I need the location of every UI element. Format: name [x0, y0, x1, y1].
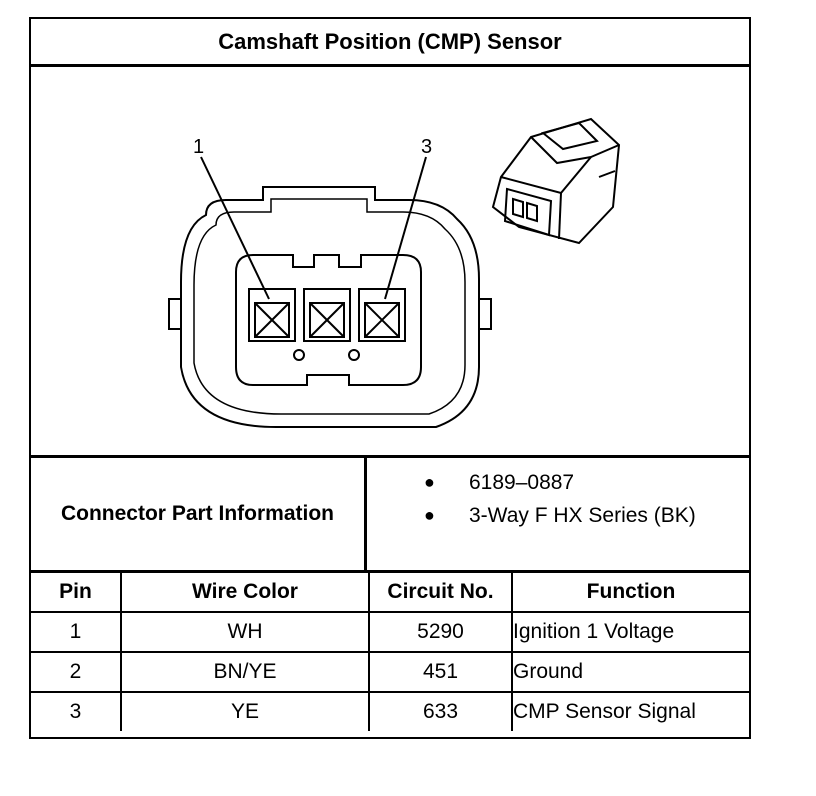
pinout-table: Pin Wire Color Circuit No. Function 1 WH…	[31, 573, 749, 731]
header-circuit-no: Circuit No.	[368, 573, 513, 613]
cell-function: Ground	[511, 651, 749, 693]
cell-circuit-no: 451	[368, 651, 513, 693]
pin-3-marker	[348, 349, 360, 361]
pin-label-1: 1	[193, 136, 204, 158]
cell-function: Ignition 1 Voltage	[511, 611, 749, 653]
bullet-icon: ●	[424, 472, 435, 492]
terminal-2	[303, 288, 351, 342]
connector-face-drawing: 1 3	[168, 117, 621, 428]
cell-wire-color: BN/YE	[120, 651, 370, 693]
terminal-3	[358, 288, 406, 342]
cell-circuit-no: 633	[368, 691, 513, 731]
connector-info-item: ● 6189–0887	[370, 466, 749, 499]
page-title: Camshaft Position (CMP) Sensor	[31, 19, 749, 67]
connector-frame: Camshaft Position (CMP) Sensor	[29, 17, 751, 739]
header-function: Function	[511, 573, 749, 613]
cell-function: CMP Sensor Signal	[511, 691, 749, 731]
pin-1-leader	[200, 156, 270, 300]
table-row: 1 WH 5290 Ignition 1 Voltage	[31, 611, 749, 653]
cell-wire-color: WH	[120, 611, 370, 653]
bullet-icon: ●	[424, 505, 435, 525]
cell-pin: 2	[31, 651, 122, 693]
housing-inner	[193, 198, 466, 415]
cavity-outline	[235, 254, 422, 386]
terminal-1	[248, 288, 296, 342]
connector-3d-sketch	[491, 117, 621, 245]
connector-info-item: ● 3-Way F HX Series (BK)	[370, 499, 749, 532]
left-latch	[168, 298, 181, 330]
connector-info-label: Connector Part Information	[31, 458, 367, 570]
header-pin: Pin	[31, 573, 122, 613]
pin-1-marker	[293, 349, 305, 361]
header-wire-color: Wire Color	[120, 573, 370, 613]
table-row: 2 BN/YE 451 Ground	[31, 651, 749, 693]
housing-outer	[180, 186, 480, 428]
right-latch	[479, 298, 492, 330]
cell-pin: 3	[31, 691, 122, 731]
cell-circuit-no: 5290	[368, 611, 513, 653]
connector-diagram: 1 3	[31, 67, 749, 455]
connector-series: 3-Way F HX Series (BK)	[469, 503, 696, 527]
table-row: 3 YE 633 CMP Sensor Signal	[31, 691, 749, 731]
part-number: 6189–0887	[469, 470, 575, 494]
connector-part-info: Connector Part Information ● 6189–0887 ●…	[31, 455, 749, 573]
connector-info-list: ● 6189–0887 ● 3-Way F HX Series (BK)	[370, 466, 749, 532]
pin-3-leader	[384, 156, 427, 300]
cell-pin: 1	[31, 611, 122, 653]
cell-wire-color: YE	[120, 691, 370, 731]
pin-label-3: 3	[421, 136, 432, 158]
table-header-row: Pin Wire Color Circuit No. Function	[31, 573, 749, 613]
